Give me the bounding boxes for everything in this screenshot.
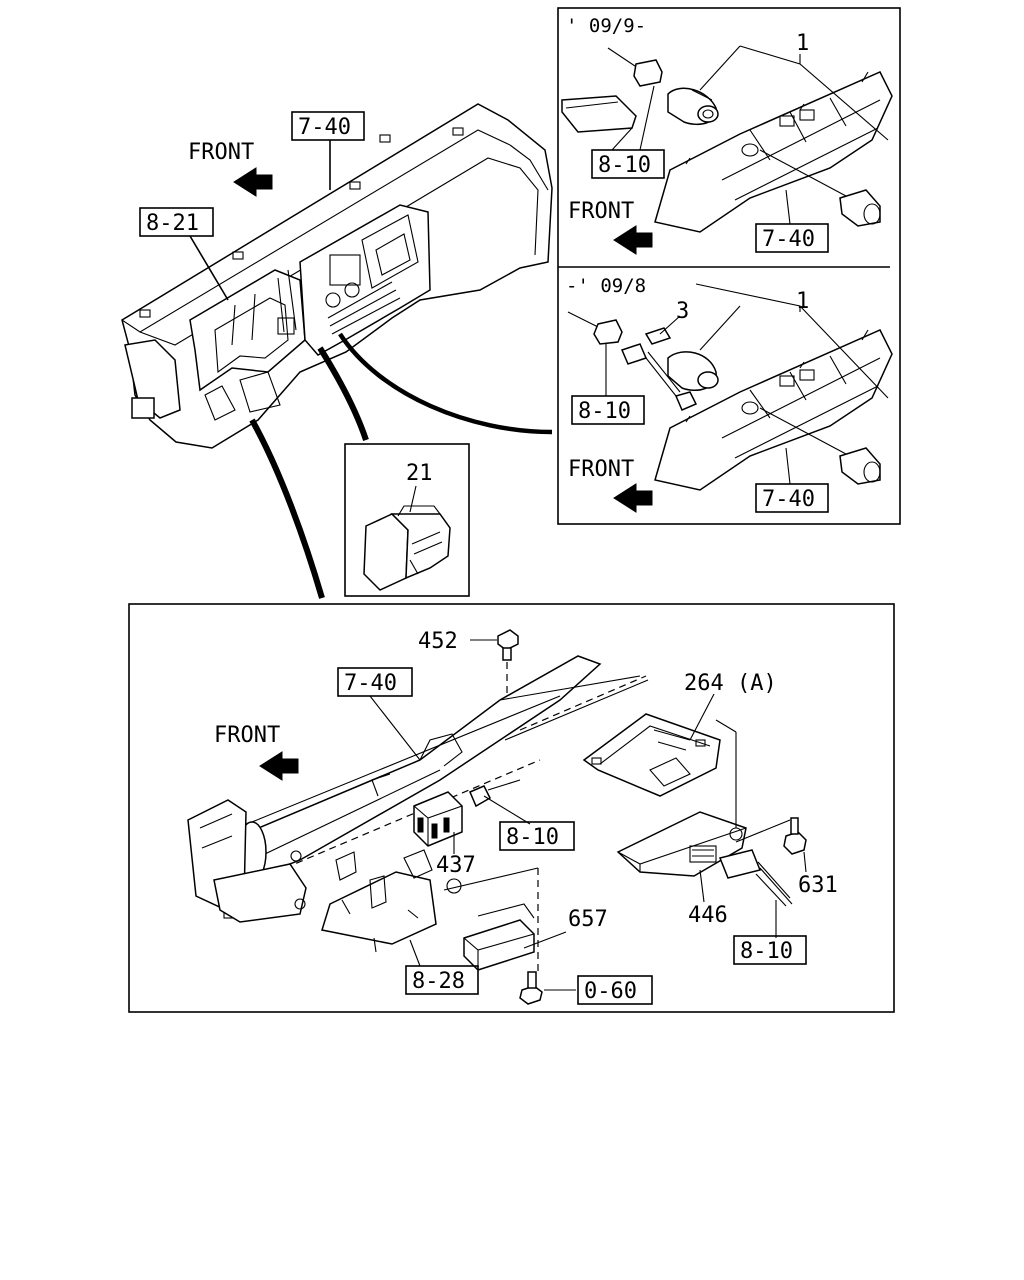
lower-front-label: FRONT bbox=[568, 457, 634, 482]
upper-ref-panel: 7-40 bbox=[762, 227, 815, 252]
item-bracket-small: 657 bbox=[568, 907, 608, 932]
ref-meter: 8-21 bbox=[146, 211, 199, 236]
bolt-icon bbox=[497, 629, 519, 651]
lower-ref-panel: 7-40 bbox=[762, 487, 815, 512]
main-front-label: FRONT bbox=[188, 140, 254, 165]
lower-view-front-arrow-icon bbox=[259, 751, 299, 781]
lower-front-label-main: FRONT bbox=[214, 723, 280, 748]
item-relay: 437 bbox=[436, 853, 476, 878]
lower-front-arrow-icon bbox=[613, 483, 653, 513]
front-arrow-icon bbox=[233, 167, 273, 197]
upper-front-label: FRONT bbox=[568, 199, 634, 224]
item-bolt-top: 452 bbox=[418, 629, 458, 654]
lower-ref-wiring: 8-10 bbox=[578, 399, 631, 424]
item-screw: 631 bbox=[798, 873, 838, 898]
item-controller: 446 bbox=[688, 903, 728, 928]
relay-icon bbox=[413, 791, 463, 847]
upper-item-assembly: 1 bbox=[796, 31, 809, 56]
lower-item-bulb: 3 bbox=[676, 299, 689, 324]
inset-lower-variant: -' 09/8 1 3 8-10 FR bbox=[566, 275, 893, 513]
upper-front-arrow-icon bbox=[613, 225, 653, 255]
switch-item-number: 21 bbox=[406, 461, 433, 486]
lower-period: -' 09/8 bbox=[566, 275, 646, 297]
ref-bolt: 0-60 bbox=[584, 979, 637, 1004]
screw-icon bbox=[783, 831, 807, 855]
dashboard-main-view: FRONT 7-40 8-21 bbox=[121, 103, 553, 449]
lower-item-assembly: 1 bbox=[796, 289, 809, 314]
ref-panel-lower: 7-40 bbox=[344, 671, 397, 696]
ref-wiring-mid: 8-10 bbox=[506, 825, 559, 850]
ref-instrument-panel: 7-40 bbox=[298, 115, 351, 140]
leader-sweeps bbox=[249, 332, 553, 599]
ref-wiring-right: 8-10 bbox=[740, 939, 793, 964]
inset-upper-variant: ' 09/9- 1 8-10 FRONT bbox=[557, 7, 901, 525]
upper-period: ' 09/9- bbox=[566, 15, 646, 37]
ref-bracket: 8-28 bbox=[412, 969, 465, 994]
switch-detail: 21 bbox=[344, 443, 470, 597]
lower-view: FRONT 452 7-40 264 (A) 8-10 437 631 446 … bbox=[128, 603, 895, 1013]
item-bracket: 264 (A) bbox=[684, 671, 777, 696]
upper-ref-wiring: 8-10 bbox=[598, 153, 651, 178]
